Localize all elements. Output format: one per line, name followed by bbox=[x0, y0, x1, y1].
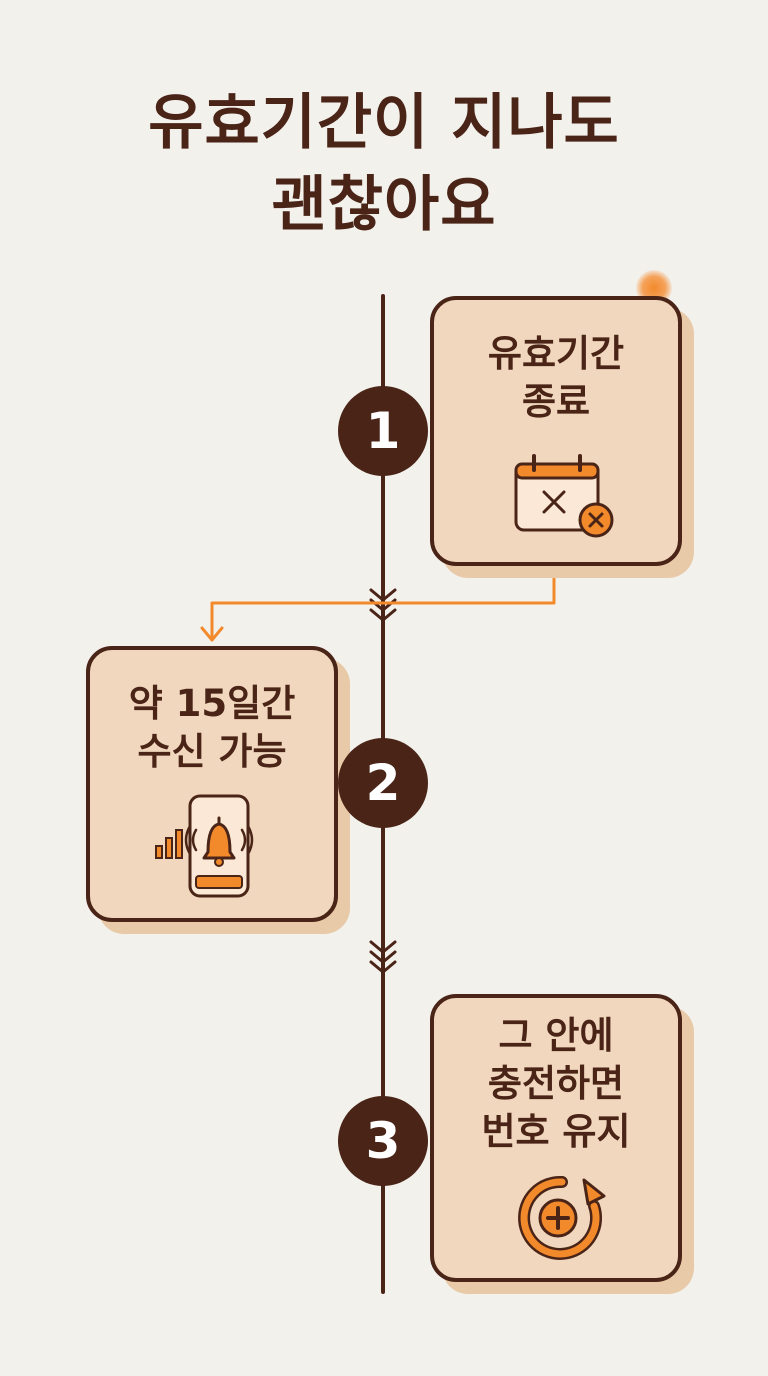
calendar-x-icon bbox=[514, 454, 614, 538]
step-3-number: 3 bbox=[338, 1096, 428, 1186]
step-3-label: 그 안에 충전하면 번호 유지 bbox=[481, 1014, 631, 1153]
step-1-card: 유효기간 종료 bbox=[430, 296, 682, 566]
phone-bell-icon bbox=[155, 794, 254, 898]
recharge-plus-icon bbox=[518, 1175, 606, 1260]
title-line-2: 괜찮아요 bbox=[271, 170, 497, 240]
down-chevrons-2 bbox=[369, 940, 397, 974]
step-3-card: 그 안에 충전하면 번호 유지 bbox=[430, 994, 682, 1282]
title-line-1: 유효기간이 지나도 bbox=[148, 88, 620, 158]
step-2-number: 2 bbox=[338, 738, 428, 828]
page-title: 유효기간이 지나도 괜찮아요 bbox=[0, 82, 768, 246]
step-1-label: 유효기간 종료 bbox=[487, 332, 625, 423]
step-1-number: 1 bbox=[338, 386, 428, 476]
step-2-label: 약 15일간 수신 가능 bbox=[128, 682, 296, 773]
step-2-card: 약 15일간 수신 가능 bbox=[86, 646, 338, 922]
orange-elbow-arrow bbox=[200, 576, 556, 642]
